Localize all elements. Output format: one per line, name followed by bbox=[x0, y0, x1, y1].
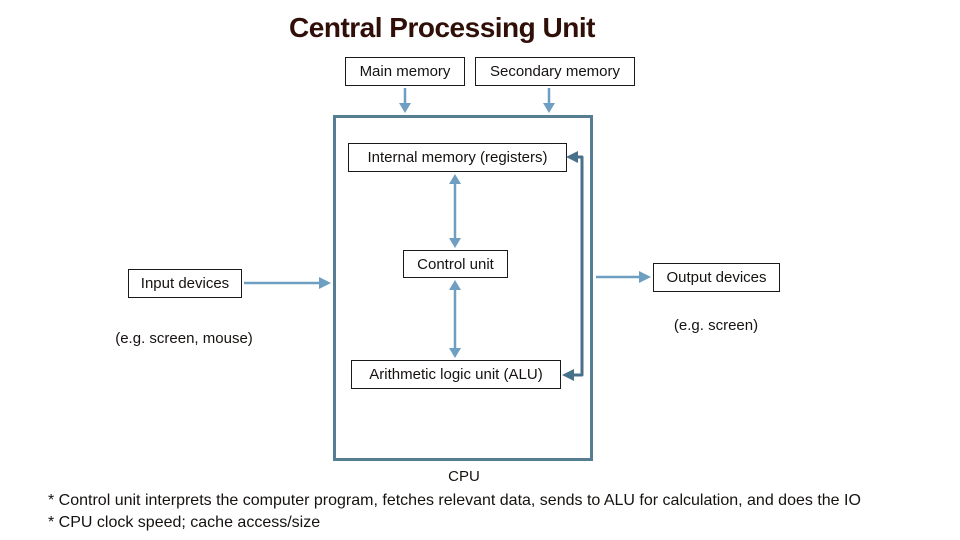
cpu-container-box bbox=[333, 115, 593, 461]
node-internal-memory: Internal memory (registers) bbox=[348, 143, 567, 172]
caption-output-example: (e.g. screen) bbox=[673, 317, 759, 334]
node-alu-label: Arithmetic logic unit (ALU) bbox=[369, 366, 543, 383]
node-output-devices: Output devices bbox=[653, 263, 780, 292]
page-title: Central Processing Unit bbox=[289, 12, 595, 43]
node-control-unit-label: Control unit bbox=[417, 255, 494, 273]
node-control-unit: Control unit bbox=[403, 250, 508, 278]
caption-input-example: (e.g. screen, mouse) bbox=[115, 330, 253, 347]
arrow-cpu-to-output-devices bbox=[596, 271, 651, 283]
node-secondary-memory-label: Secondary memory bbox=[489, 63, 621, 80]
arrow-secondary-memory-to-cpu bbox=[543, 88, 555, 113]
node-secondary-memory: Secondary memory bbox=[475, 57, 635, 86]
node-input-devices-label: Input devices bbox=[140, 275, 230, 292]
node-output-devices-label: Output devices bbox=[666, 269, 767, 286]
arrow-input-devices-to-cpu bbox=[244, 277, 331, 289]
node-alu: Arithmetic logic unit (ALU) bbox=[351, 360, 561, 389]
footnote-line-2: * CPU clock speed; cache access/size bbox=[48, 514, 321, 531]
footnotes: * Control unit interprets the computer p… bbox=[48, 490, 861, 534]
node-main-memory-label: Main memory bbox=[359, 63, 451, 80]
arrow-main-memory-to-cpu bbox=[399, 88, 411, 113]
footnote-line-1: * Control unit interprets the computer p… bbox=[48, 492, 861, 509]
node-internal-memory-label: Internal memory (registers) bbox=[367, 149, 548, 166]
node-main-memory: Main memory bbox=[345, 57, 465, 86]
caption-cpu: CPU bbox=[448, 468, 480, 485]
node-input-devices: Input devices bbox=[128, 269, 242, 298]
